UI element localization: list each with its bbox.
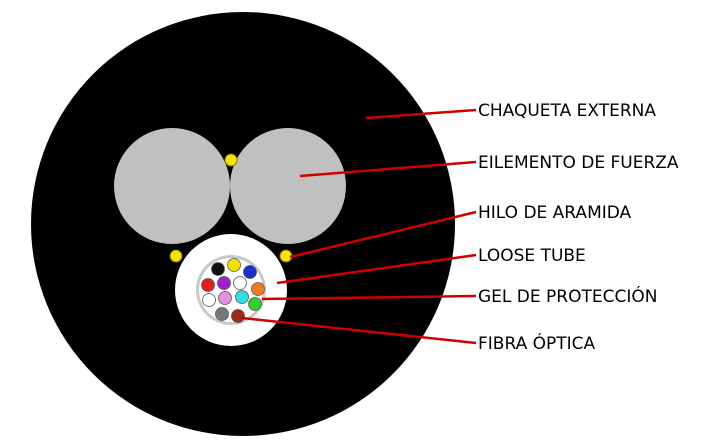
fiber-6 (233, 276, 247, 290)
fiber-1 (211, 262, 225, 276)
label-hilo-de-aramida: HILO DE ARAMIDA (478, 203, 632, 223)
fiber-9 (218, 291, 232, 305)
leader-fiber (241, 316, 477, 345)
leader-lines (241, 108, 477, 345)
leader-jacket (365, 108, 477, 120)
fiber-10 (235, 290, 249, 304)
label-elemento-de-fuerza: EILEMENTO DE FUERZA (478, 153, 679, 173)
label-loose-tube: LOOSE TUBE (478, 246, 586, 266)
strength-member-right (230, 128, 346, 244)
optical-fibers (201, 258, 265, 323)
fiber-13 (231, 309, 245, 323)
fiber-2 (227, 258, 241, 272)
fiber-4 (201, 278, 215, 292)
aramid-yarn-top (224, 153, 238, 167)
leader-gel (261, 294, 477, 301)
leader-strength (299, 160, 477, 178)
label-chaqueta-externa: CHAQUETA EXTERNA (478, 101, 656, 121)
outer-jacket (31, 12, 455, 436)
fiber-3 (243, 265, 257, 279)
fiber-12 (215, 307, 229, 321)
fiber-7 (251, 282, 265, 296)
leader-aramid (289, 210, 477, 259)
aramid-yarn-left (169, 249, 183, 263)
fiber-11 (248, 297, 262, 311)
label-fibra-optica: FIBRA ÓPTICA (478, 332, 596, 354)
label-gel-de-proteccion: GEL DE PROTECCIÓN (478, 285, 657, 307)
strength-member-left (114, 128, 230, 244)
leader-tube (276, 253, 477, 285)
fiber-5 (217, 276, 231, 290)
fiber-8 (202, 293, 216, 307)
